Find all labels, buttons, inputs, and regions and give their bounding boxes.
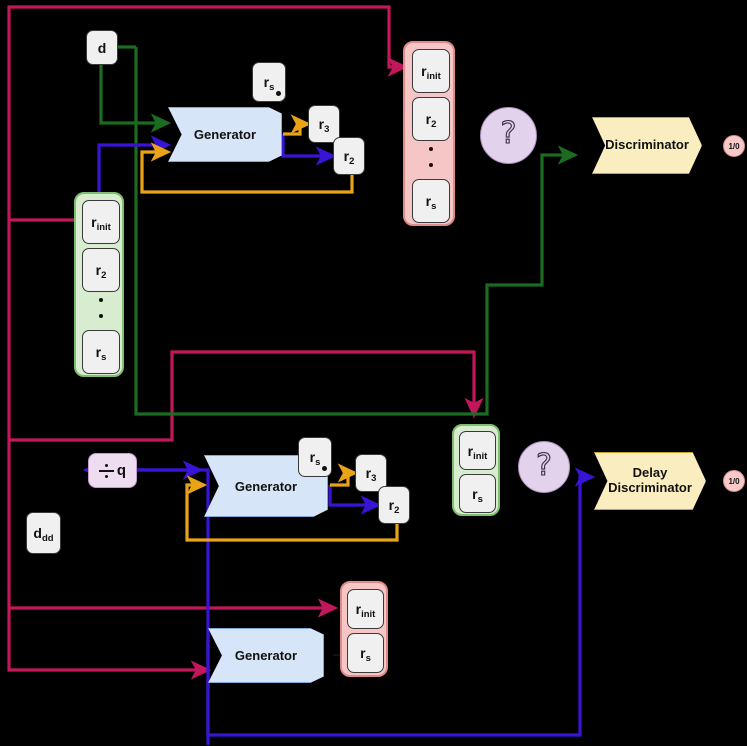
wire-orange-r2-feedback <box>140 142 354 194</box>
delay-discriminator[interactable]: Delay Discriminator <box>594 452 706 510</box>
wire-orange-gen-to-r3 <box>283 114 312 136</box>
wire-orange-r2-feedback-2 <box>185 475 399 542</box>
generator-row3-label: Generator <box>234 648 298 663</box>
output-r2-row2: r2 <box>378 486 410 524</box>
real-sequence-stack: rinit r2 rs <box>74 192 124 377</box>
delay-pair-stack: rinit rs <box>452 424 500 516</box>
generated-sequence-stack: rinit r2 rs <box>403 41 455 226</box>
wire-blue-gen2-to-r2 <box>328 485 382 515</box>
wire-green-real-to-discriminator <box>134 47 579 416</box>
wire-blue-to-delay-discriminator <box>206 467 596 737</box>
fake-stack-ellipsis <box>429 147 433 183</box>
fake-stack-item-rinit: rinit <box>412 49 450 93</box>
input-ddd-box: ddd <box>26 512 61 554</box>
wire-crimson-row3-generator <box>7 608 212 680</box>
discriminator-row1[interactable]: Discriminator <box>592 117 702 174</box>
delay-pair-item-rs: rs <box>459 474 496 513</box>
real-stack-item-r2: r2 <box>82 248 120 292</box>
input-d-label: d <box>97 39 107 56</box>
question-mark-row2: ? <box>518 441 570 493</box>
question-glyph: ? <box>500 115 517 151</box>
divide-q-operator: q <box>88 453 137 488</box>
wire-crimson-to-row2-stack <box>7 220 484 442</box>
output-badge-row1: 1/0 <box>723 135 745 157</box>
generator-row2-label: Generator <box>234 478 298 494</box>
question-mark-row1: ? <box>480 107 537 164</box>
output-r2-row1: r2 <box>333 137 365 175</box>
fake-stack-item-r2: r2 <box>412 97 450 141</box>
stack-dot-icon-2 <box>322 466 327 471</box>
wire-crimson-top <box>7 5 409 220</box>
wire-blue-rinit-to-generator <box>97 135 172 198</box>
real-stack-item-rinit: rinit <box>82 200 120 244</box>
input-d-box: d <box>86 30 118 65</box>
output-r3-row1: r3 <box>308 105 340 143</box>
noise-box-row2: rs <box>298 437 332 477</box>
discriminator-row1-label: Discriminator <box>605 137 689 153</box>
output-badge-row2: 1/0 <box>723 470 745 492</box>
output-r3-row2: r3 <box>355 454 387 492</box>
real-stack-item-rs: rs <box>82 330 120 374</box>
noise-box-row1: rs <box>252 62 286 102</box>
reference-pair-item-rinit: rinit <box>347 589 384 629</box>
divide-symbol-icon <box>98 463 114 479</box>
wire-green-d-to-generator <box>99 62 172 133</box>
wire-orange-gen2-to-r3 <box>330 463 359 487</box>
question-glyph-2: ? <box>535 447 552 483</box>
wire-blue-gen-to-r2 <box>281 134 337 166</box>
delay-discriminator-label-line2: Discriminator <box>608 480 692 495</box>
delay-discriminator-label-line1: Delay <box>632 465 668 481</box>
real-stack-ellipsis <box>99 298 103 334</box>
stack-dot-icon <box>276 91 281 96</box>
generator-row3[interactable]: Generator <box>208 628 324 683</box>
delay-pair-item-rinit: rinit <box>459 431 496 470</box>
fake-stack-item-rs: rs <box>412 179 450 223</box>
reference-pair-stack: rinit rs <box>340 581 388 677</box>
generator-row1-label: Generator <box>193 127 257 142</box>
operand-q-label: q <box>116 462 127 479</box>
reference-pair-item-rs: rs <box>347 633 384 673</box>
generator-row1[interactable]: Generator <box>168 107 282 162</box>
